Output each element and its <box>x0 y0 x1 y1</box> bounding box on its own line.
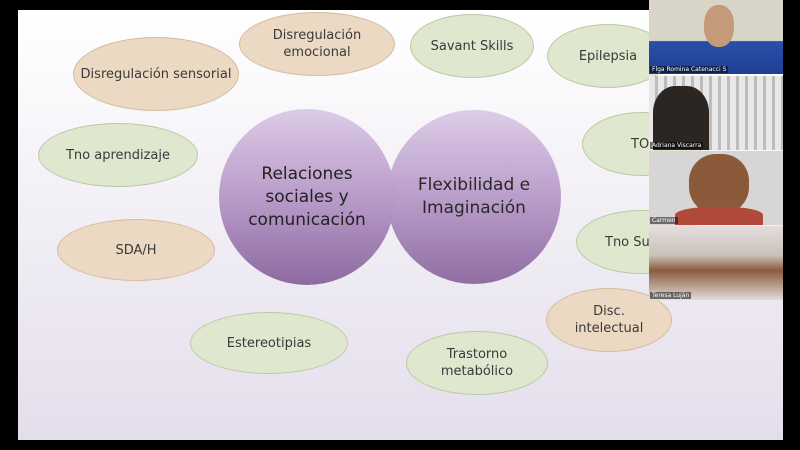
oval-estereotipias: Estereotipias <box>190 312 348 374</box>
participant-name: Teresa Luján <box>650 292 692 299</box>
presentation-slide: Disregulación sensorial Disregulación em… <box>18 10 783 440</box>
oval-label: Trastorno metabólico <box>440 347 514 379</box>
circle-label: Flexibilidad e Imaginación <box>417 175 531 218</box>
person-silhouette <box>704 5 734 47</box>
oval-disregulacion-sensorial: Disregulación sensorial <box>73 37 239 111</box>
person-silhouette <box>653 86 709 150</box>
participant-video-2[interactable]: Adriana Viscarra <box>649 76 783 150</box>
participant-name: Carmen <box>650 217 678 224</box>
oval-epilepsia: Epilepsia <box>547 24 669 88</box>
oval-disregulacion-emocional: Disregulación emocional <box>239 12 395 76</box>
participant-name: Adriana Viscarra <box>650 142 704 149</box>
circle-label: Relaciones sociales y comunicación <box>248 163 366 230</box>
participant-name: Flga Romina Catenacci S <box>650 66 729 73</box>
circle-flexibilidad: Flexibilidad e Imaginación <box>387 110 561 284</box>
participant-video-1[interactable]: Flga Romina Catenacci S <box>649 0 783 74</box>
participant-video-4[interactable]: Teresa Luján <box>649 226 783 300</box>
oval-label: Disc. intelectual <box>574 304 644 336</box>
person-silhouette <box>689 154 749 214</box>
circle-relaciones-sociales: Relaciones sociales y comunicación <box>219 109 395 285</box>
oval-savant-skills: Savant Skills <box>410 14 534 78</box>
person-clothing <box>675 207 763 225</box>
oval-sda-h: SDA/H <box>57 219 215 281</box>
oval-trastorno-metabolico: Trastorno metabólico <box>406 331 548 395</box>
oval-tno-aprendizaje: Tno aprendizaje <box>38 123 198 187</box>
participant-video-3[interactable]: Carmen <box>649 151 783 225</box>
